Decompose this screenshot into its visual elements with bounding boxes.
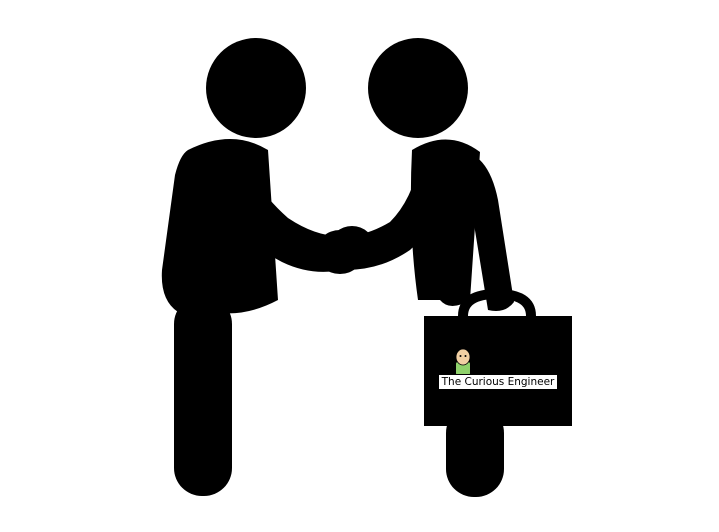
- left-person-leg: [174, 296, 232, 496]
- mascot-shirt: [456, 362, 470, 375]
- briefcase-handle: [458, 288, 536, 321]
- briefcase-icon: [424, 288, 572, 426]
- left-person-head: [206, 38, 306, 138]
- briefcase-label: The Curious Engineer: [438, 374, 558, 390]
- right-person-rear-arm: [455, 150, 514, 311]
- briefcase-case: [424, 316, 572, 426]
- mascot-eye-left: [459, 355, 462, 357]
- left-person: [161, 38, 350, 496]
- right-person-head: [368, 38, 468, 138]
- mascot-icon: [455, 348, 471, 375]
- mascot-head: [455, 348, 471, 366]
- clasped-hands: [316, 226, 374, 274]
- mascot-eye-right: [464, 355, 467, 357]
- right-person-leg: [446, 405, 504, 497]
- hand-right: [330, 226, 374, 266]
